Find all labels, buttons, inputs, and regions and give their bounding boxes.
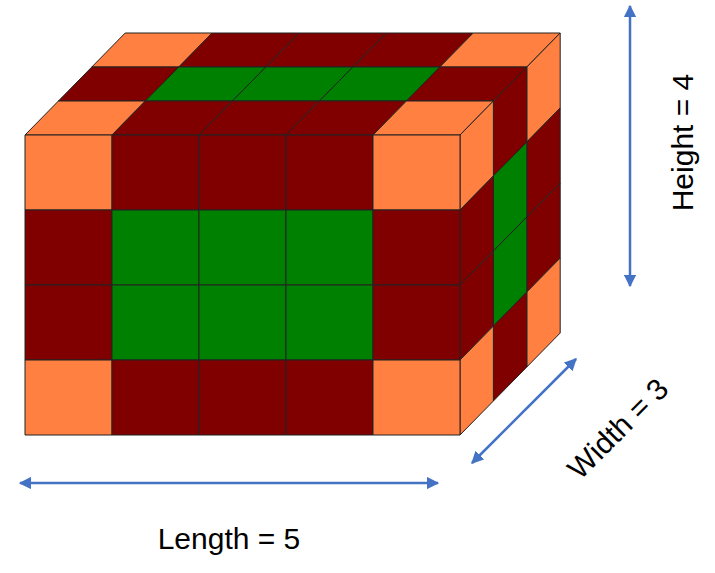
front-face-cell: [199, 360, 286, 435]
front-face-cell: [112, 210, 199, 285]
front-face-cell: [373, 285, 460, 360]
side-face-cell: [493, 292, 526, 401]
front-face-cell: [199, 285, 286, 360]
side-face-cell: [460, 326, 493, 435]
front-face-cell: [286, 210, 373, 285]
front-face-cell: [199, 210, 286, 285]
front-face-cell: [373, 210, 460, 285]
front-face-cell: [286, 285, 373, 360]
front-face-cell: [25, 210, 112, 285]
length-arrow: [20, 482, 438, 485]
side-face-cell: [527, 258, 560, 367]
front-face-cell: [112, 360, 199, 435]
front-face-cell: [286, 135, 373, 210]
front-face-cell: [25, 360, 112, 435]
front-face-cell: [199, 135, 286, 210]
dimension-label: Length = 5: [158, 522, 301, 555]
front-face-cell: [25, 135, 112, 210]
front-face-cell: [25, 285, 112, 360]
front-face-cell: [373, 135, 460, 210]
width-arrow: [472, 359, 576, 463]
height-arrow: [629, 6, 632, 286]
cube-grid: [25, 33, 560, 435]
dimension-label: Height = 4: [667, 73, 700, 211]
front-face-cell: [286, 360, 373, 435]
front-face-cell: [112, 285, 199, 360]
front-face-cell: [112, 135, 199, 210]
front-face-cell: [373, 360, 460, 435]
dimension-label: Width = 3: [561, 371, 675, 485]
